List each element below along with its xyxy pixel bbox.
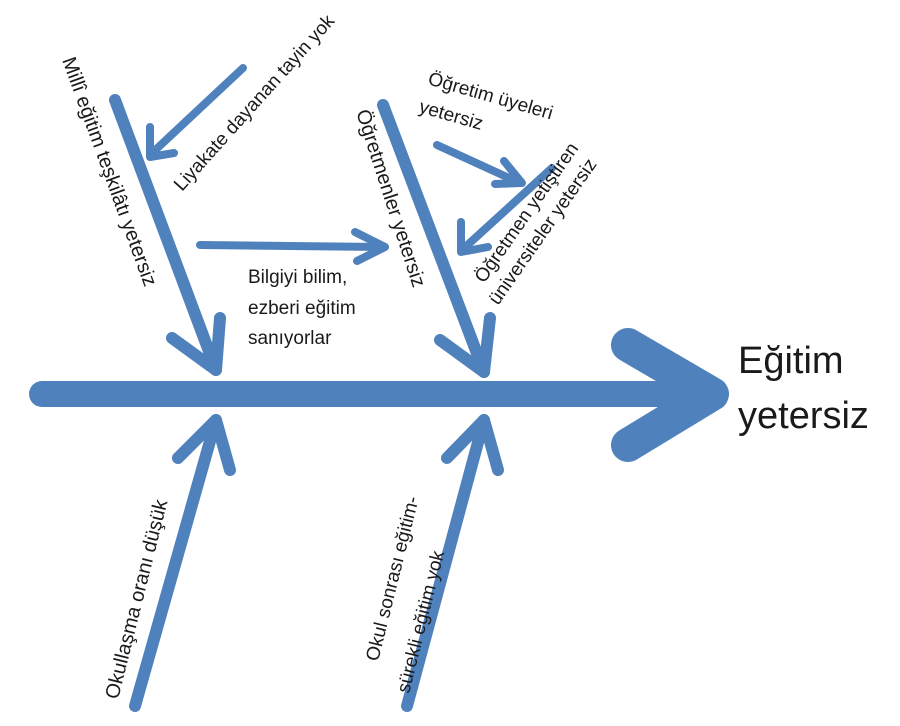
bone-teskilat-arrowhead (166, 312, 226, 376)
label-bilgi-line3: sanıyorlar (248, 328, 332, 349)
arrow-bilgi (196, 241, 387, 251)
bone-ogretmenler-arrowhead (434, 312, 496, 378)
bone-okullasma (129, 414, 222, 712)
label-bilgi-line1: Bilgiyi bilim, (248, 267, 347, 288)
label-bilgi-line2: ezberi eğitim (248, 298, 356, 319)
spine-arrowhead (611, 328, 729, 462)
arrow-universiteler (458, 164, 556, 254)
bone-ogretmenler (377, 99, 490, 378)
effect-label-line2: yetersiz (738, 395, 869, 437)
arrow-liyakat-head (146, 123, 178, 161)
arrow-ogretim-uyeleri (433, 141, 524, 187)
arrow-ogretim-uyeleri-head (491, 157, 526, 188)
arrow-liyakat (146, 64, 247, 159)
arrow-bilgi-head (351, 228, 389, 265)
arrow-universiteler-head (457, 218, 492, 256)
bone-okullasma-arrowhead (172, 414, 236, 476)
bone-okul-sonrasi (401, 414, 490, 712)
bone-okul-sonrasi-arrowhead (441, 414, 504, 476)
bone-teskilat (109, 94, 222, 376)
label-liyakat: Liyakate dayanan tayin yok (170, 11, 339, 196)
effect-label-line1: Eğitim (738, 340, 844, 382)
